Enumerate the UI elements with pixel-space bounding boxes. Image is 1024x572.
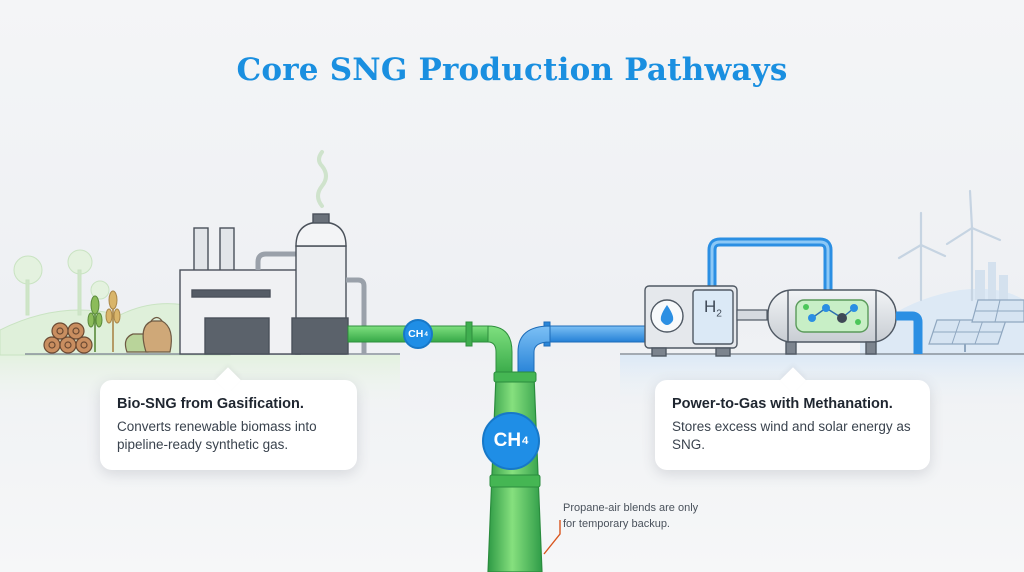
- solar-panel-icon: [928, 299, 1024, 352]
- sack-icon: [124, 316, 172, 353]
- card-power-to-gas: Power-to-Gas with Methanation. Stores ex…: [655, 380, 930, 470]
- blue-pipe-outlet: [896, 311, 923, 354]
- smoke-plume: [316, 150, 328, 208]
- factory-icon: [179, 213, 367, 355]
- water-drop-icon: [650, 299, 684, 333]
- main-pipe-flange-bottom: [489, 474, 541, 488]
- h2-label: H2: [704, 297, 722, 320]
- blue-pipe-loop-highlight: [710, 240, 830, 294]
- molecule-icon: [803, 304, 861, 325]
- green-pipe-elbow: [487, 325, 513, 377]
- propane-air-note: Propane-air blends are only for temporar…: [563, 502, 699, 530]
- main-pipe-flange-top: [493, 371, 537, 383]
- wind-turbine-icon: [897, 189, 1002, 302]
- card-power-to-gas-body: Stores excess wind and solar energy as S…: [672, 419, 911, 453]
- log-pile-icon: [43, 322, 93, 354]
- card-bio-sng-title: Bio-SNG from Gasification.: [117, 396, 304, 412]
- main-gas-pipeline: [487, 375, 543, 572]
- card-power-to-gas-title: Power-to-Gas with Methanation.: [672, 396, 893, 412]
- wheat-icon: [87, 290, 121, 352]
- connector-pipe: [736, 309, 768, 321]
- blue-pipe-elbow: [517, 325, 551, 377]
- green-pipe-flange: [465, 321, 473, 347]
- page-title: Core SNG Production Pathways: [236, 52, 788, 88]
- card-bio-sng: Bio-SNG from Gasification. Converts rene…: [100, 380, 357, 470]
- note-callout-line: [543, 520, 561, 555]
- card-bio-sng-body: Converts renewable biomass into pipeline…: [117, 419, 317, 453]
- blue-pipe-horizontal: [549, 325, 647, 343]
